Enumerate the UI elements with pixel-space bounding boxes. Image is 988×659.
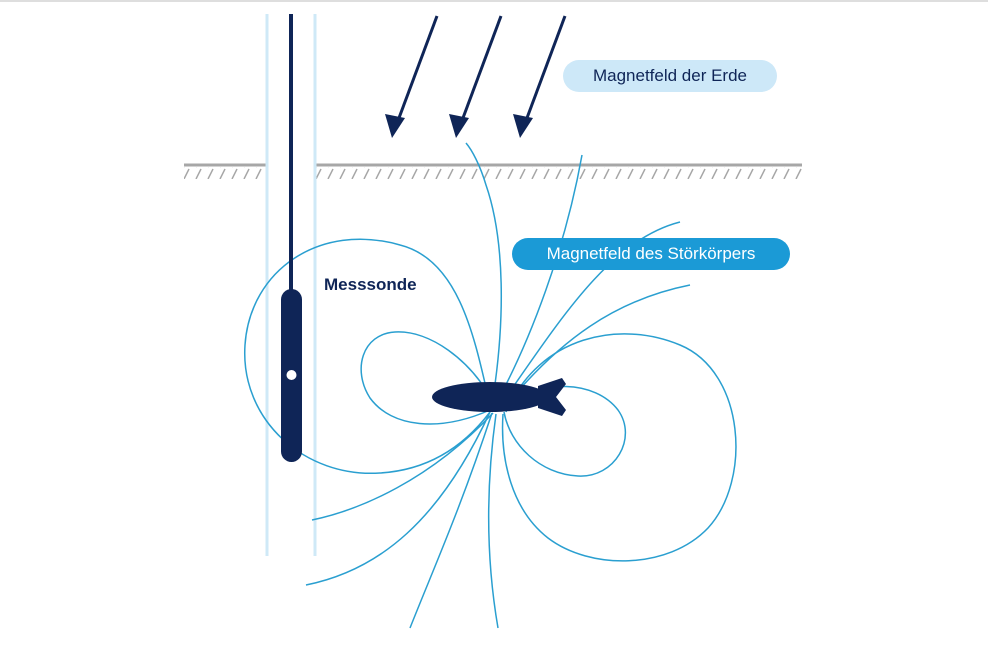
field-arrow-icon xyxy=(513,15,567,138)
field-line xyxy=(465,142,502,399)
field-line xyxy=(360,331,493,425)
field-line xyxy=(501,333,737,562)
probe-label: Messsonde xyxy=(324,275,417,294)
field-line xyxy=(503,221,681,401)
field-line xyxy=(506,284,691,405)
probe-icon xyxy=(281,289,302,462)
ground-surface xyxy=(184,163,802,179)
field-line xyxy=(244,238,491,474)
field-line xyxy=(305,411,491,586)
earth-field-label: Magnetfeld der Erde xyxy=(563,60,777,92)
field-arrow-icon xyxy=(385,15,439,138)
field-line xyxy=(311,412,494,521)
field-line xyxy=(498,154,583,399)
disturber-field-label: Magnetfeld des Störkörpers xyxy=(512,238,790,270)
earth-field-arrows xyxy=(385,15,567,138)
disturber-object-icon xyxy=(432,378,566,416)
disturber-field-lines xyxy=(244,142,737,629)
field-line xyxy=(487,413,499,629)
field-line xyxy=(409,412,493,629)
field-arrow-icon xyxy=(449,15,503,138)
